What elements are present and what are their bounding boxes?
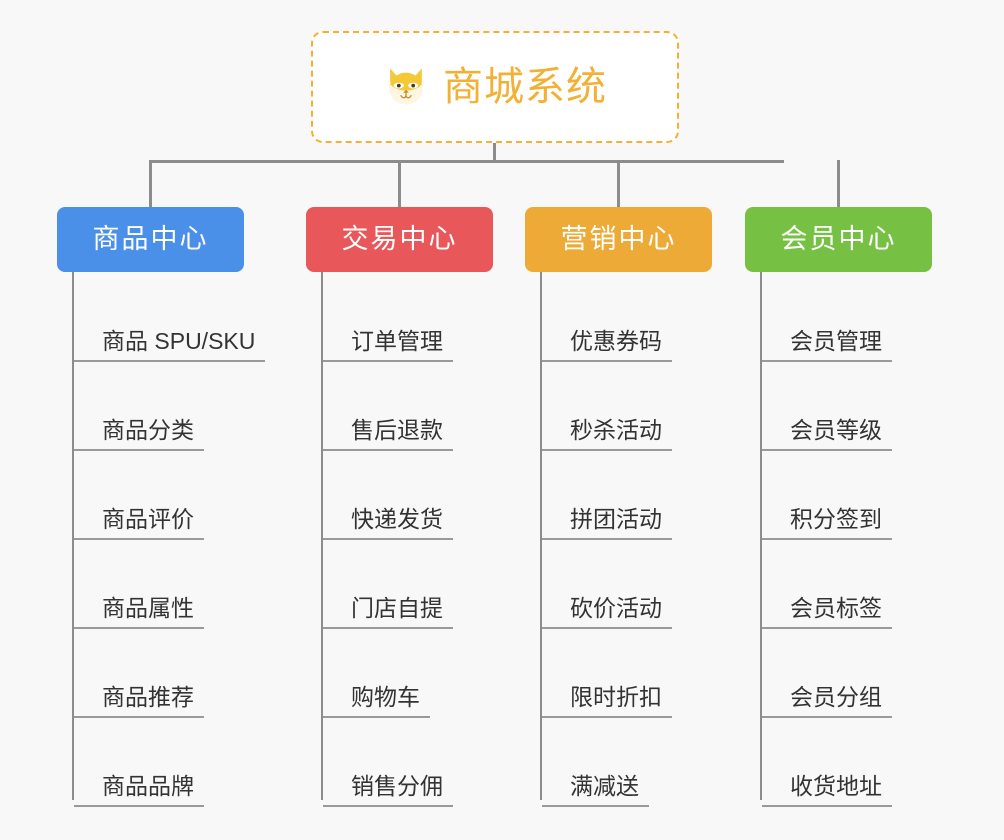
root-node-shopping-mall-system[interactable]: 商城系统 — [311, 31, 679, 143]
root-node-title: 商城系统 — [443, 65, 607, 109]
leaf-label: 商品分类 — [74, 417, 204, 451]
connector-drop-trade-center — [398, 160, 401, 207]
leaf-item[interactable]: 商品评价 — [74, 451, 204, 540]
category-box-trade-center[interactable]: 交易中心 — [306, 207, 493, 272]
connector-root-trunk — [493, 143, 496, 163]
leaf-item[interactable]: 商品 SPU/SKU — [74, 273, 266, 362]
connector-drop-product-center — [149, 160, 152, 207]
leaf-item[interactable]: 优惠券码 — [542, 273, 672, 362]
leaf-item[interactable]: 收货地址 — [762, 718, 892, 807]
root-node-content: 商城系统 — [383, 64, 607, 110]
leaf-item[interactable]: 商品推荐 — [74, 629, 204, 718]
leaf-label: 门店自提 — [323, 595, 453, 629]
leaf-label: 商品评价 — [74, 506, 204, 540]
leaf-label: 商品推荐 — [74, 684, 204, 718]
category-box-product-center[interactable]: 商品中心 — [57, 207, 244, 272]
category-label-member-center: 会员中心 — [780, 224, 897, 254]
leaf-label: 会员管理 — [762, 328, 892, 362]
leaf-label: 订单管理 — [323, 328, 453, 362]
leaf-item[interactable]: 快递发货 — [323, 451, 453, 540]
leaf-item[interactable]: 满减送 — [542, 718, 649, 807]
leaf-item[interactable]: 会员等级 — [762, 362, 892, 451]
leaf-item[interactable]: 销售分佣 — [323, 718, 453, 807]
leaf-label: 秒杀活动 — [542, 417, 672, 451]
leaf-label: 售后退款 — [323, 417, 453, 451]
connector-drop-marketing-center — [617, 160, 620, 207]
leaf-label: 会员分组 — [762, 684, 892, 718]
leaf-item[interactable]: 拼团活动 — [542, 451, 672, 540]
leaf-item[interactable]: 售后退款 — [323, 362, 453, 451]
leaf-item[interactable]: 门店自提 — [323, 540, 453, 629]
leaf-item[interactable]: 商品属性 — [74, 540, 204, 629]
leaf-item[interactable]: 会员管理 — [762, 273, 892, 362]
category-label-trade-center: 交易中心 — [341, 224, 458, 254]
leaf-item[interactable]: 会员标签 — [762, 540, 892, 629]
leaf-label: 商品品牌 — [74, 773, 204, 807]
leaf-label: 商品 SPU/SKU — [74, 328, 266, 362]
leaf-label: 收货地址 — [762, 773, 892, 807]
leaf-label: 会员标签 — [762, 595, 892, 629]
leaf-item[interactable]: 秒杀活动 — [542, 362, 672, 451]
branch-spine-member-center — [760, 272, 762, 800]
connector-horizontal-bus — [149, 160, 784, 163]
leaf-label: 商品属性 — [74, 595, 204, 629]
leaf-item[interactable]: 商品分类 — [74, 362, 204, 451]
leaf-label: 快递发货 — [323, 506, 453, 540]
leaf-label: 购物车 — [323, 684, 430, 718]
leaf-label: 限时折扣 — [542, 684, 672, 718]
leaf-label: 满减送 — [542, 773, 649, 807]
category-box-marketing-center[interactable]: 营销中心 — [525, 207, 712, 272]
leaf-item[interactable]: 会员分组 — [762, 629, 892, 718]
branch-spine-marketing-center — [540, 272, 542, 800]
leaf-item[interactable]: 购物车 — [323, 629, 430, 718]
leaf-label: 会员等级 — [762, 417, 892, 451]
leaf-item[interactable]: 限时折扣 — [542, 629, 672, 718]
leaf-item[interactable]: 商品品牌 — [74, 718, 204, 807]
leaf-label: 拼团活动 — [542, 506, 672, 540]
branch-spine-trade-center — [321, 272, 323, 800]
leaf-item[interactable]: 积分签到 — [762, 451, 892, 540]
leaf-label: 优惠券码 — [542, 328, 672, 362]
leaf-item[interactable]: 订单管理 — [323, 273, 453, 362]
branch-spine-product-center — [72, 272, 74, 800]
shiba-dog-face-emoji — [389, 68, 423, 105]
category-label-product-center: 商品中心 — [92, 224, 209, 254]
leaf-label: 销售分佣 — [323, 773, 453, 807]
category-label-marketing-center: 营销中心 — [560, 224, 677, 254]
category-box-member-center[interactable]: 会员中心 — [745, 207, 932, 272]
connector-drop-member-center — [837, 160, 840, 207]
leaf-label: 砍价活动 — [542, 595, 672, 629]
leaf-item[interactable]: 砍价活动 — [542, 540, 672, 629]
leaf-label: 积分签到 — [762, 506, 892, 540]
